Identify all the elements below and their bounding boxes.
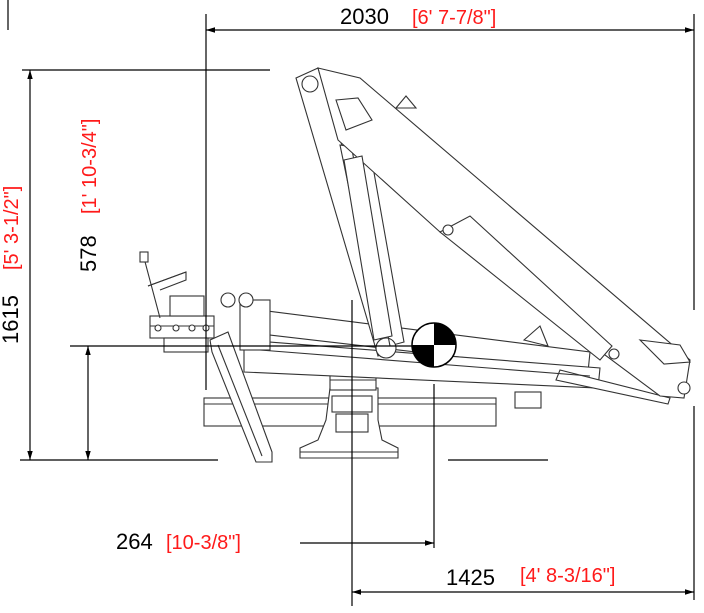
dimension-labels: 2030 [6' 7-7/8"] 1615 [5' 3-1/2"] 578 [1…	[0, 4, 615, 590]
dim-overall-height-value: 1615	[0, 295, 23, 344]
dimension-lines	[7, 0, 695, 606]
dim-pivot-height-value: 578	[76, 235, 101, 272]
dim-overall-height-imperial: [5' 3-1/2"]	[1, 186, 23, 270]
dim-overall-width-imperial: [6' 7-7/8"]	[412, 7, 496, 29]
center-of-gravity-symbol	[411, 322, 457, 368]
dim-pivot-height-imperial: [1' 10-3/4"]	[79, 119, 101, 214]
dim-center-to-tip-imperial: [4' 8-3/16"]	[520, 565, 615, 587]
dim-center-offset-value: 264	[116, 529, 153, 554]
dim-center-to-tip-value: 1425	[446, 565, 495, 590]
outer-boom	[317, 67, 691, 399]
crane-machine	[139, 67, 691, 463]
dim-center-offset-imperial: [10-3/8"]	[166, 532, 241, 554]
control-valve-bank	[149, 295, 215, 353]
control-lever	[139, 251, 187, 319]
lift-cylinder	[343, 155, 393, 341]
dim-overall-width-value: 2030	[340, 4, 389, 29]
